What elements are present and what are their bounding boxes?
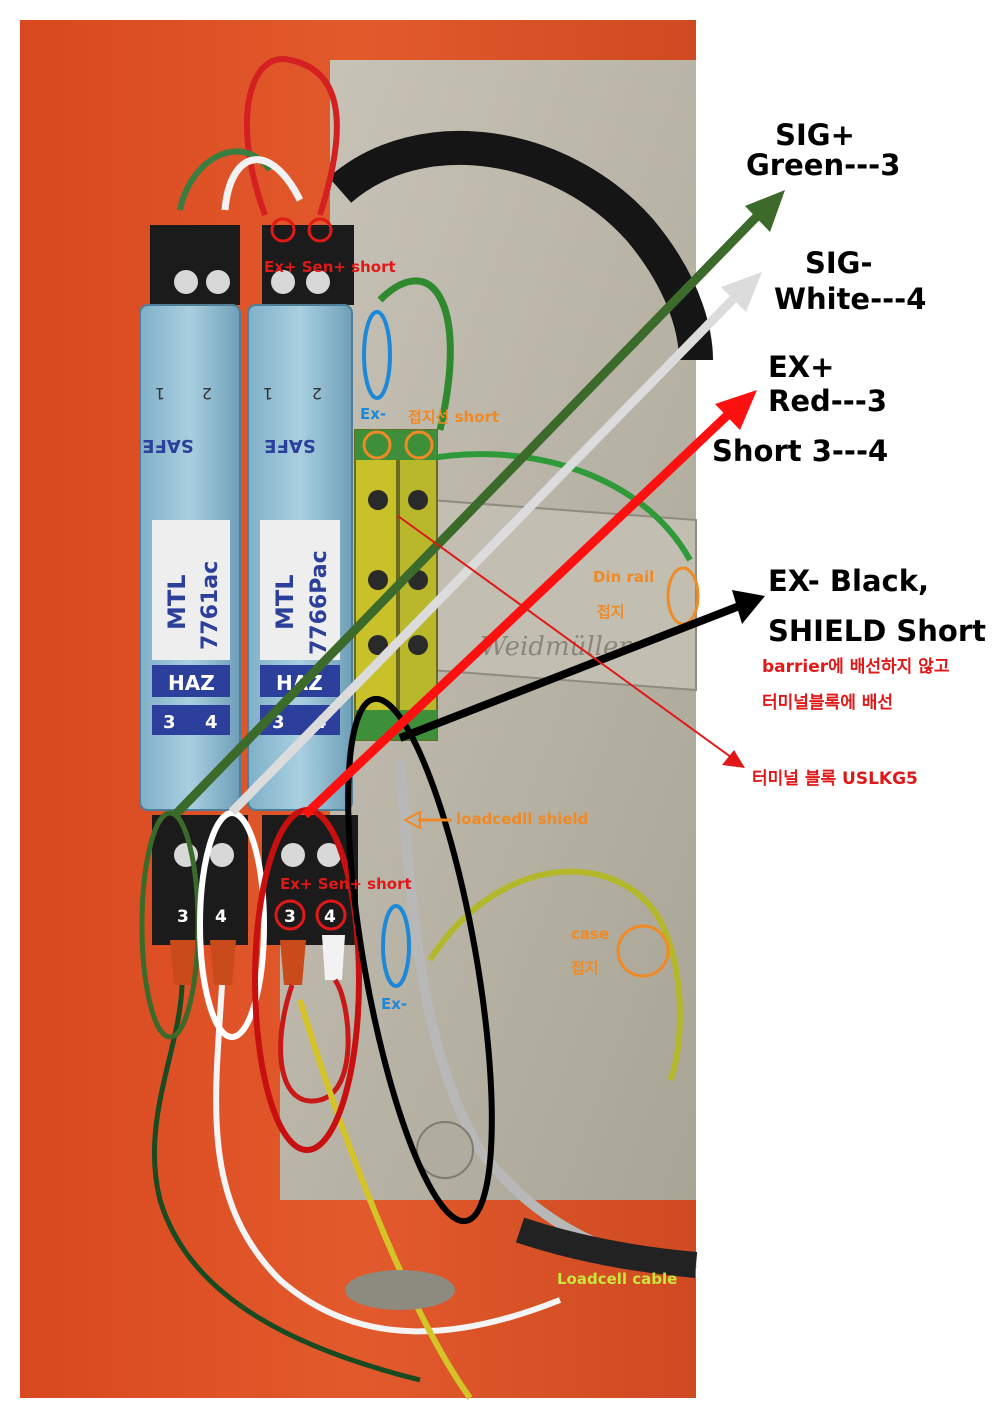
ex-minus-bottom-label: Ex- xyxy=(381,995,408,1013)
ground-bolt xyxy=(416,1121,474,1179)
bottom-left-t4: 4 xyxy=(215,907,227,927)
barrier-2-t2: 2 xyxy=(312,384,322,403)
top-short-label: Ex+ Sen+ short xyxy=(264,258,396,276)
red-wire-top xyxy=(244,56,340,217)
red-arrow xyxy=(301,404,739,819)
top-terminal-left xyxy=(150,225,240,305)
barrier-2-model: 7766Pac xyxy=(307,550,332,655)
ground-short-mark-2 xyxy=(404,430,434,460)
green-arrow xyxy=(171,204,769,819)
case-ground-mark xyxy=(616,924,670,978)
cable-gland-hole xyxy=(345,1270,455,1310)
case-ground-label: 접지 xyxy=(571,959,599,977)
sig-minus-wire: White---4 xyxy=(774,282,927,316)
barrier-note-line1: barrier에 배선하지 않고 xyxy=(762,657,950,677)
green-wire-bottom xyxy=(151,984,421,1383)
ground-short-mark-1 xyxy=(362,430,392,460)
case-label: case xyxy=(571,925,610,943)
ex-minus-line2: SHIELD Short xyxy=(768,614,987,648)
barrier-1-t4: 4 xyxy=(205,712,218,733)
ex-minus-bottom-mark xyxy=(381,904,411,988)
sig-minus-title: SIG- xyxy=(805,246,873,280)
loadcell-shield-label: loadcedll shield xyxy=(456,810,589,828)
red-wire-bottom xyxy=(278,978,351,1104)
case-ground-wire xyxy=(427,868,683,1082)
ex-plus-title: EX+ xyxy=(768,350,835,384)
bottom-sen-plus-circle xyxy=(315,899,347,931)
ex-minus-top-label: Ex- xyxy=(360,405,387,423)
barrier-1-model: 7761ac xyxy=(198,561,223,650)
ex-minus-top-mark xyxy=(362,310,392,400)
ground-short-label: 접지선 short xyxy=(408,408,500,426)
bottom-right-t4: 4 xyxy=(324,907,336,927)
sig-plus-wire: Green---3 xyxy=(746,148,901,182)
green-ground-wire xyxy=(419,451,693,562)
barrier-1-t2: 2 xyxy=(202,384,212,403)
bottom-left-t3: 3 xyxy=(177,907,189,927)
ex-plus-wire: Red---3 xyxy=(768,384,888,418)
black-shield-mark xyxy=(345,695,495,1225)
bottom-short-label: Ex+ Sen+ short xyxy=(280,875,412,893)
sig-plus-title: SIG+ xyxy=(775,118,855,152)
barrier-1-t3: 3 xyxy=(163,712,176,733)
barrier-note-line2: 터미널블록에 배선 xyxy=(762,693,894,713)
top-ex-plus-circle xyxy=(270,217,296,243)
barrier-2-safe: SAFE xyxy=(264,435,316,456)
white-wire-bottom xyxy=(213,984,562,1335)
din-rail-label: Din rail xyxy=(593,568,655,586)
terminal-block-label: 터미널 블록 USLKG5 xyxy=(752,769,918,789)
barrier-1-t1: 1 xyxy=(155,384,165,403)
barrier-1-safe: SAFE xyxy=(142,435,194,456)
ex-plus-short: Short 3---4 xyxy=(712,434,889,468)
bottom-right-t3: 3 xyxy=(284,907,296,927)
white-wire-top xyxy=(221,156,304,211)
top-sen-plus-circle xyxy=(307,217,333,243)
loadcell-cable xyxy=(515,1217,698,1278)
yellow-wire xyxy=(297,999,473,1400)
ex-minus-line1: EX- Black, xyxy=(768,564,930,598)
white-arrow xyxy=(228,286,746,816)
white-wire-mark xyxy=(197,810,267,1040)
barrier-2-brand: MTL xyxy=(271,574,299,630)
barrier-1-haz: HAZ xyxy=(168,671,215,695)
terminal-block-pointer xyxy=(397,515,736,761)
din-rail-ground-label: 접지 xyxy=(597,603,625,621)
barrier-1-brand: MTL xyxy=(163,574,191,630)
black-cable xyxy=(328,130,713,361)
bottom-ex-plus-circle xyxy=(274,899,306,931)
black-arrow xyxy=(398,601,744,742)
ground-wire-loop xyxy=(377,277,454,431)
loadcell-cable-label: Loadcell cable xyxy=(557,1270,678,1288)
barrier-2-t1: 1 xyxy=(263,384,273,403)
